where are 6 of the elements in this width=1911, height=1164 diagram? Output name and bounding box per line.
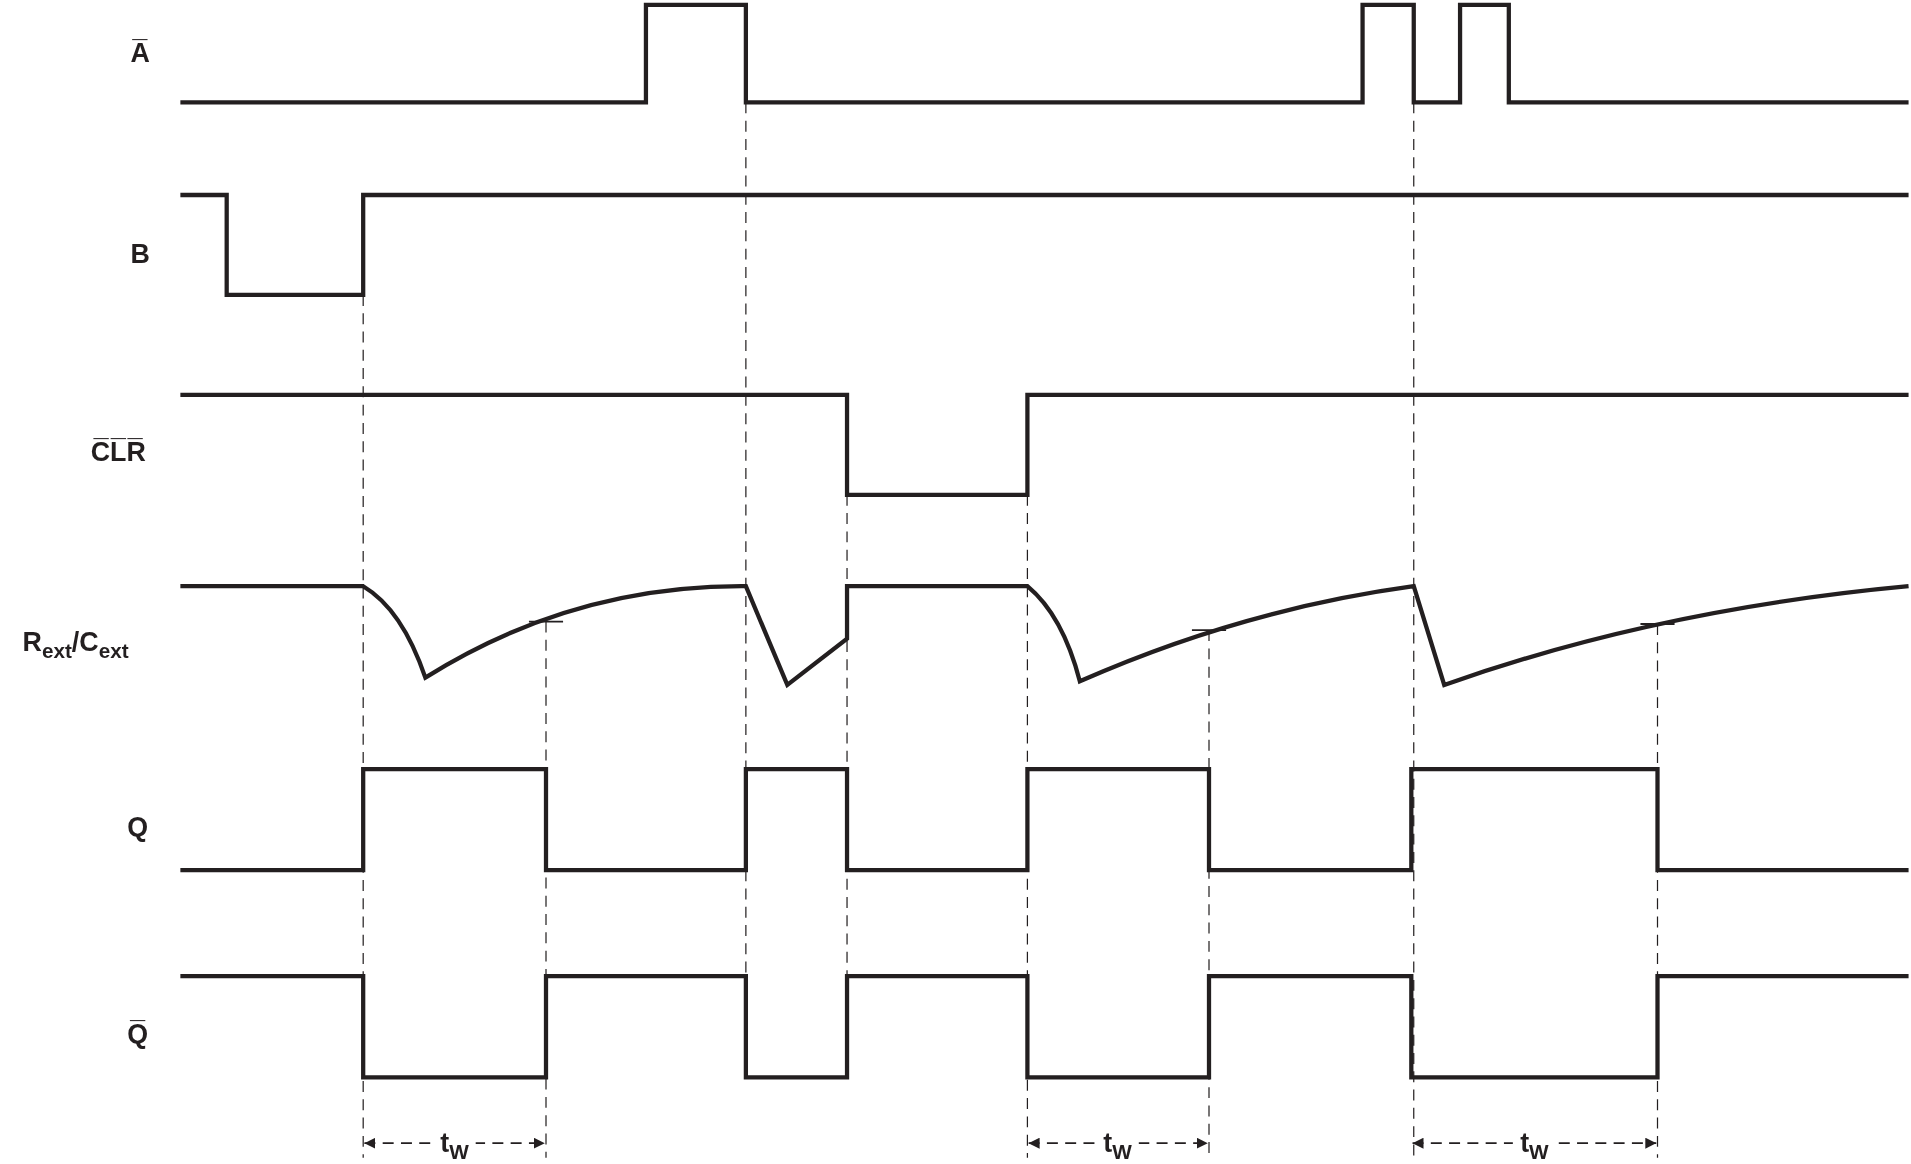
- signal-label: C̅L̅R̅: [90, 437, 146, 467]
- signal-label: A̅: [130, 38, 150, 69]
- signal-label: B: [130, 240, 150, 270]
- signal-label: R$_{ext}$/C$_{ext}$: [22, 628, 129, 664]
- signal-label: Q: [127, 812, 149, 843]
- signal-label: Q̅: [127, 1020, 149, 1050]
